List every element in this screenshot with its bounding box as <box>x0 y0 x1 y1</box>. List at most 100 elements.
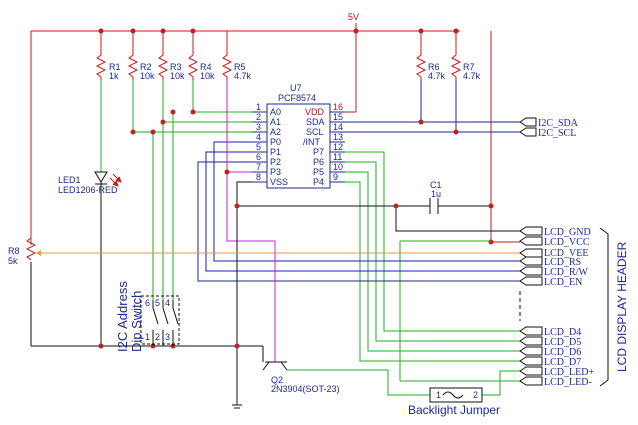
r3-ref: R3 <box>170 62 182 72</box>
net-lcd-gnd: LCD_GND <box>544 227 591 238</box>
pin-num-1: 1 <box>256 102 261 112</box>
r2-ref: R2 <box>140 62 152 72</box>
pin-num-11: 11 <box>333 152 342 162</box>
pin-num-8: 8 <box>256 172 261 182</box>
gnd-wires <box>30 181 520 409</box>
pin-name-vdd: VDD <box>305 107 325 117</box>
pin-name-p4: P4 <box>313 177 324 187</box>
net-lcd-led-plus: LCD_LED+ <box>544 367 594 378</box>
sw-bot-3: 3 <box>165 332 170 342</box>
pin-name-scl: SCL <box>306 127 324 137</box>
led-light-icon <box>109 173 122 187</box>
header-bracket <box>599 227 609 387</box>
net-lcd-d7: LCD_D7 <box>544 357 581 368</box>
pot-r8 <box>25 237 520 261</box>
pin-name-p3: P3 <box>270 167 281 177</box>
net-lcd-vee: LCD_VEE <box>544 248 588 259</box>
switch-title-line1: I2C Address <box>115 281 130 352</box>
net-lcd-d5: LCD_D5 <box>544 337 581 348</box>
q2-ref: Q2 <box>271 375 283 385</box>
r7-ref: R7 <box>463 62 475 72</box>
lcd-flags <box>519 226 543 386</box>
r5-ref: R5 <box>234 62 246 72</box>
pin-name-a2: A2 <box>270 127 281 137</box>
net-i2c-scl: I2C_SCL <box>538 128 576 139</box>
transistor-q2 <box>262 361 288 371</box>
c1-ref: C1 <box>430 180 442 190</box>
chip-ref: U7 <box>290 83 302 93</box>
pin-num-9: 9 <box>333 172 338 182</box>
net-lcd-en: LCD_EN <box>544 277 582 288</box>
pin-num-16: 16 <box>333 102 343 112</box>
gnd-dots <box>98 203 494 349</box>
net-lcd-rs: LCD_RS <box>544 257 581 268</box>
pin-name-p7: P7 <box>313 147 324 157</box>
chip-part: PCF8574 <box>278 93 316 103</box>
pin-name-int: /INT <box>303 137 321 147</box>
dip-switch: 6 5 4 1 2 3 <box>140 295 180 346</box>
r4-value: 10k <box>200 71 215 81</box>
pin-num-6: 6 <box>256 152 261 162</box>
jumper-pin2: 2 <box>473 390 478 400</box>
lcd-control-wires <box>197 80 521 321</box>
sw-top-6: 6 <box>145 298 150 308</box>
c1-value: 1u <box>431 189 441 199</box>
pin-num-15: 15 <box>333 112 343 122</box>
q2-part: 2N3904(SOT-23) <box>271 384 340 394</box>
r3-value: 10k <box>170 71 185 81</box>
pin-name-a1: A1 <box>270 117 281 127</box>
led-part: LED1206-RED <box>58 185 118 195</box>
resistor-labels: R1 1k R2 10k R3 10k R4 10k R5 4.7k R6 4.… <box>109 62 481 81</box>
r1-ref: R1 <box>109 62 121 72</box>
pin-num-7: 7 <box>256 162 261 172</box>
i2c-dots <box>418 119 459 135</box>
pin-num-3: 3 <box>256 122 261 132</box>
pot-ref: R8 <box>8 246 20 256</box>
vcc-dots <box>98 28 494 245</box>
net-lcd-d4: LCD_D4 <box>544 327 581 338</box>
sw-bot-2: 2 <box>155 332 160 342</box>
sw-top-5: 5 <box>155 298 160 308</box>
lcd-header-label: LCD DISPLAY HEADER <box>615 241 629 372</box>
led-symbol <box>94 171 108 192</box>
pin-num-14: 14 <box>333 122 343 132</box>
capacitor-c1 <box>429 198 439 214</box>
pin-name-sda: SDA <box>306 117 325 127</box>
address-dots <box>130 109 196 135</box>
pin-num-10: 10 <box>333 162 343 172</box>
r4-ref: R4 <box>200 62 212 72</box>
led-ref: LED1 <box>58 175 81 185</box>
lcd-net-labels: LCD_GND LCD_VCC LCD_VEE LCD_RS LCD_R/W L… <box>544 227 594 388</box>
sw-bot-1: 1 <box>145 332 150 342</box>
r2-value: 10k <box>140 71 155 81</box>
pin-name-p1: P1 <box>270 147 281 157</box>
pin-num-13: 13 <box>333 132 343 142</box>
pin-name-a0: A0 <box>270 107 281 117</box>
resistor-symbols <box>95 52 462 80</box>
backlight-jumper: 1 2 <box>429 387 483 403</box>
sw-top-4: 4 <box>165 298 170 308</box>
pin-name-p5: P5 <box>313 167 324 177</box>
pin-num-2: 2 <box>256 112 261 122</box>
vcc-label: 5V <box>348 12 359 22</box>
pin-name-p2: P2 <box>270 157 281 167</box>
pot-value: 5k <box>8 256 18 266</box>
switch-title-line2: Dip Switch <box>129 291 144 352</box>
r6-ref: R6 <box>428 62 440 72</box>
pcf8574-chip: U7 PCF8574 1 2 3 4 5 6 7 8 A0 A1 A2 P0 P… <box>252 83 345 189</box>
jumper-pin1: 1 <box>436 390 441 400</box>
net-lcd-led-minus: LCD_LED- <box>544 377 592 388</box>
r5-value: 4.7k <box>234 71 252 81</box>
pin-name-p6: P6 <box>313 157 324 167</box>
pin-num-4: 4 <box>256 132 261 142</box>
r1-value: 1k <box>109 71 119 81</box>
p3-wires <box>226 80 276 362</box>
net-i2c-sda: I2C_SDA <box>538 118 579 129</box>
net-lcd-vcc: LCD_VCC <box>544 237 590 248</box>
pin-num-5: 5 <box>256 142 261 152</box>
pin-name-vss: VSS <box>270 177 288 187</box>
p3-dot <box>224 169 230 175</box>
jumper-label: Backlight Jumper <box>408 403 500 417</box>
dip-switch-title: I2C Address Dip Switch <box>115 281 144 352</box>
